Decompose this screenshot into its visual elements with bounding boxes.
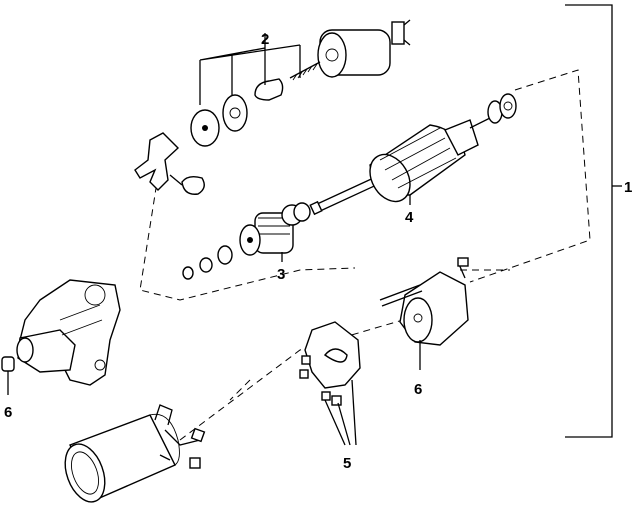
through-bolt: [379, 284, 421, 301]
callout-2: 2: [261, 31, 269, 48]
plunger: [254, 78, 284, 101]
field-frame: [64, 404, 206, 503]
callout-6-right: 6: [414, 381, 422, 398]
armature-shaft: [314, 174, 384, 213]
bushing: [181, 175, 205, 195]
brush: [301, 355, 311, 365]
callout-1: 1: [624, 179, 632, 196]
snap-ring: [182, 266, 194, 280]
brush-holder: 5: [299, 321, 361, 472]
field-frame-opening: [64, 443, 106, 503]
armature: 4: [309, 93, 517, 226]
nut: [189, 457, 201, 469]
solenoid-group: 2: [190, 19, 411, 147]
field-terminal: [154, 404, 173, 426]
drive-housing: 6: [1, 279, 121, 421]
commutator: [444, 119, 479, 156]
drive-assembly: 3: [182, 202, 311, 283]
callout-4: 4: [405, 209, 414, 226]
end-frame: 6: [379, 257, 469, 398]
callout-5: 5: [343, 455, 351, 472]
bushing-6: [1, 356, 15, 372]
callout-6-left: 6: [4, 404, 12, 421]
solenoid-plate: [222, 94, 248, 132]
assembly-guide-lines: [139, 69, 591, 441]
end-frame-face: [403, 297, 433, 343]
assembly-bracket: [565, 4, 622, 438]
plunger-spring: [292, 63, 318, 81]
shift-lever: [134, 132, 205, 195]
stop-collar: [199, 257, 213, 273]
callout-3: 3: [277, 266, 285, 283]
